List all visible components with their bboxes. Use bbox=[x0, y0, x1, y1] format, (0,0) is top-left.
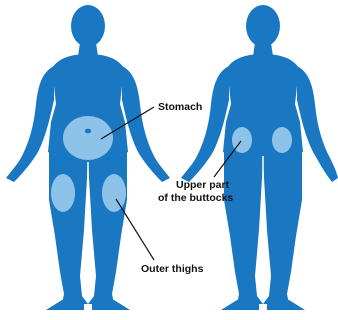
back-head bbox=[246, 5, 280, 47]
front-left-foot bbox=[46, 300, 84, 310]
front-head bbox=[71, 5, 105, 47]
back-left-foot bbox=[221, 300, 259, 310]
front-right-foot bbox=[92, 300, 130, 310]
back-left-arm bbox=[181, 66, 229, 182]
left-outer-thigh-zone bbox=[51, 174, 75, 212]
back-right-leg bbox=[263, 150, 302, 304]
front-right-arm bbox=[122, 66, 170, 182]
front-left-arm bbox=[6, 66, 54, 182]
front-left-leg bbox=[49, 150, 88, 304]
back-right-foot bbox=[267, 300, 305, 310]
navel bbox=[85, 129, 91, 134]
buttocks-label-line1: Upper part bbox=[176, 179, 230, 191]
back-body-figure bbox=[181, 5, 338, 310]
stomach-label: Stomach bbox=[158, 101, 202, 113]
back-right-arm bbox=[297, 66, 338, 182]
thighs-label: Outer thighs bbox=[141, 263, 204, 275]
stomach-zone bbox=[63, 116, 113, 160]
back-left-leg bbox=[224, 150, 263, 304]
right-outer-thigh-zone bbox=[102, 174, 126, 212]
right-buttock-zone bbox=[272, 127, 292, 153]
front-right-leg bbox=[88, 150, 127, 304]
buttocks-label-line2: of the buttocks bbox=[158, 192, 233, 204]
